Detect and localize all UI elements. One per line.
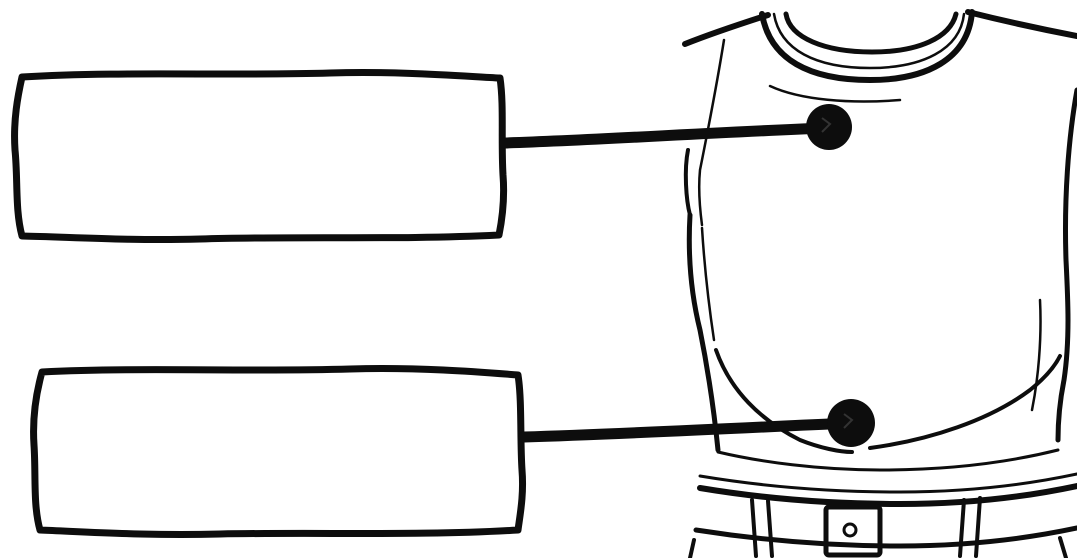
torso-illustration [682, 9, 1077, 558]
belt-buckle-hole [842, 522, 858, 538]
collar-seam [772, 12, 966, 70]
leader-lines [499, 122, 856, 443]
label-box-lower-border [30, 365, 526, 539]
right-body-outline [1055, 87, 1077, 443]
chest-fold-line [768, 84, 902, 103]
hem-right-curve [868, 354, 1062, 450]
collar-inner [783, 11, 959, 55]
left-shoulder-line [682, 12, 771, 47]
trouser-right [1058, 536, 1068, 558]
pointer-dot-lower-highlight [843, 413, 854, 429]
left-body-outline [686, 212, 721, 453]
pointer-dot-lower [827, 399, 875, 447]
trouser-left [688, 538, 696, 558]
left-side-contour [700, 226, 716, 342]
left-sleeve-edge [683, 148, 692, 217]
belt-buckle [823, 504, 883, 558]
label-box-lower[interactable] [30, 365, 526, 539]
belt-band-line [698, 472, 1077, 494]
leader-line-upper [499, 122, 832, 149]
belt-top [697, 483, 1077, 507]
belt-loop-right [958, 496, 982, 558]
pointer-dot-upper-highlight [821, 117, 832, 133]
left-armhole-seam [697, 38, 726, 227]
label-box-upper-border [11, 69, 508, 244]
right-shoulder-line [965, 9, 1077, 39]
pointer-dots [806, 104, 875, 447]
right-side-contour [1030, 298, 1042, 412]
belt-loop-left [750, 498, 774, 558]
hem-left-curve [714, 348, 854, 454]
leader-line-lower [518, 417, 856, 443]
label-box-upper[interactable] [11, 69, 508, 244]
pointer-dot-upper [806, 104, 852, 150]
shirt-tuck-line [716, 448, 1060, 472]
collar-outer [759, 9, 975, 83]
